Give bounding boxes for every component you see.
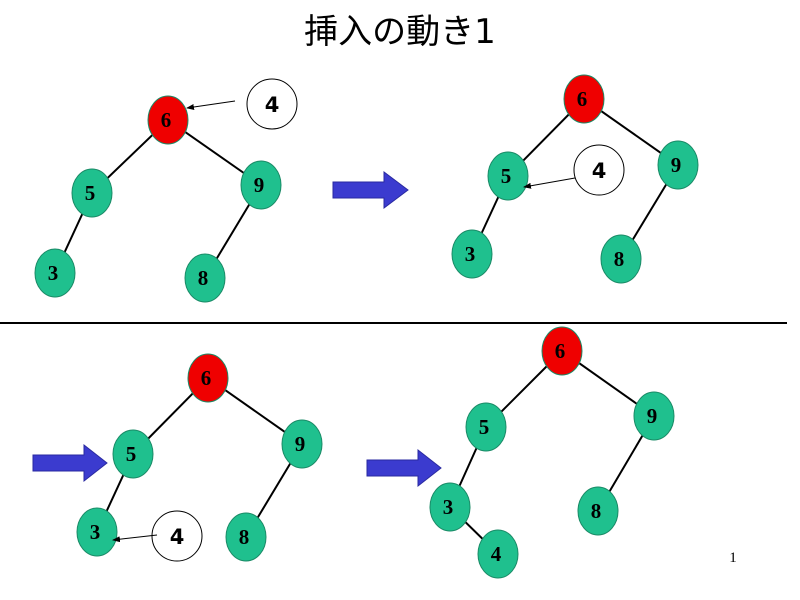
node-circle [451,229,493,279]
compare-pointer [112,534,158,543]
tree-node: 3 [76,507,118,557]
node-label: 4 [491,542,502,566]
node-circle [225,512,267,562]
node-circle [34,248,76,298]
tree-panel-step-2: 6 5 9 3 8 4 [451,74,699,284]
node-circle [600,234,642,284]
node-circle [240,160,282,210]
node-label: 3 [48,261,59,285]
node-label: 8 [591,499,602,523]
root-node: 6 [541,326,583,376]
node-circle [657,140,699,190]
node-circle [112,429,154,479]
tree-node: 3 [429,482,471,532]
node-label: 6 [577,87,588,111]
node-label: 9 [671,153,682,177]
tree-node: 4 [477,529,519,579]
node-label: 5 [126,442,137,466]
page-title: 挿入の動き1 [304,12,496,52]
pending-circle [246,78,298,130]
root-node: 6 [147,95,189,145]
tree-node: 5 [487,151,529,201]
node-circle [147,95,189,145]
tree-node: 8 [225,512,267,562]
tree-node: 8 [184,253,226,303]
tree-node: 5 [465,402,507,452]
pending-node: 4 [573,144,625,196]
node-circle [487,151,529,201]
node-label: 8 [198,266,209,290]
step-arrow [32,443,108,483]
node-label: 8 [239,525,250,549]
tree-panel-step-3: 6 5 9 3 8 4 [76,353,323,562]
tree-node: 5 [112,429,154,479]
tree-panel-step-4: 6 5 9 3 8 4 [429,326,675,579]
node-label: 6 [201,366,212,390]
tree-node: 8 [577,486,619,536]
compare-pointer [523,177,576,189]
tree-node: 9 [657,140,699,190]
node-circle [477,529,519,579]
tree-node: 3 [451,229,493,279]
node-circle [184,253,226,303]
pending-label: 4 [170,525,185,549]
node-label: 9 [295,432,306,456]
node-label: 9 [254,173,265,197]
pending-circle [573,144,625,196]
node-circle [429,482,471,532]
node-label: 3 [443,495,454,519]
tree-node: 9 [240,160,282,210]
node-label: 8 [614,247,625,271]
pending-node: 4 [151,510,203,562]
node-circle [633,391,675,441]
node-label: 5 [479,415,490,439]
page-number: 1 [729,550,737,566]
node-circle [187,353,229,403]
step-arrow [332,171,409,209]
pending-label: 4 [265,93,280,117]
tree-node: 9 [633,391,675,441]
node-label: 3 [465,242,476,266]
compare-pointer [186,100,236,110]
node-circle [465,402,507,452]
node-label: 6 [555,339,566,363]
tree-panel-step-1: 6 5 9 3 8 4 [34,78,298,303]
node-circle [563,74,605,124]
pending-label: 4 [592,159,607,183]
tree-node: 8 [600,234,642,284]
root-node: 6 [187,353,229,403]
pending-node: 4 [246,78,298,130]
node-label: 6 [161,108,172,132]
node-circle [71,168,113,218]
root-node: 6 [563,74,605,124]
node-circle [541,326,583,376]
tree-node: 9 [281,419,323,469]
node-circle [76,507,118,557]
tree-node: 5 [71,168,113,218]
node-circle [577,486,619,536]
step-arrow [366,448,442,488]
node-label: 5 [85,181,96,205]
node-label: 9 [647,404,658,428]
node-label: 3 [90,520,101,544]
node-label: 5 [501,164,512,188]
node-circle [281,419,323,469]
tree-node: 3 [34,248,76,298]
